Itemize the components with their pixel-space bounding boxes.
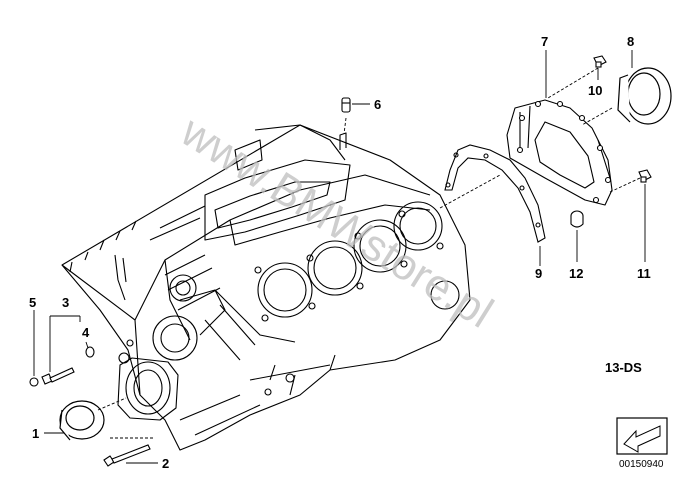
callout-4: 4 <box>82 325 90 340</box>
callout-6: 6 <box>374 97 381 112</box>
callout-8: 8 <box>627 34 634 49</box>
callout-2: 2 <box>162 456 169 471</box>
washer-4 <box>85 346 95 358</box>
callout-1: 1 <box>32 426 39 441</box>
rear-cover <box>506 99 613 206</box>
rear-seal-ring <box>617 67 672 125</box>
callout-7: 7 <box>541 34 548 49</box>
bushing-12 <box>570 210 584 228</box>
bolt-11 <box>638 169 652 183</box>
group-code: 13-DS <box>605 360 642 375</box>
leader-lines <box>33 50 646 464</box>
callout-9: 9 <box>535 266 542 281</box>
engine-block <box>61 124 471 451</box>
callout-12: 12 <box>569 266 583 281</box>
long-bolt-2 <box>103 444 151 467</box>
bolt-10 <box>593 55 607 68</box>
arrow-icon <box>616 417 668 455</box>
callout-11: 11 <box>637 266 651 281</box>
front-seal-ring <box>59 400 105 441</box>
callout-3: 3 <box>62 295 69 310</box>
callout-10: 10 <box>588 83 602 98</box>
dowel-sleeve <box>341 97 351 113</box>
plug-5 <box>29 377 39 387</box>
front-bolt-3 <box>41 367 75 385</box>
gasket <box>444 144 546 243</box>
reference-number: 00150940 <box>619 459 664 470</box>
callout-5: 5 <box>29 295 36 310</box>
